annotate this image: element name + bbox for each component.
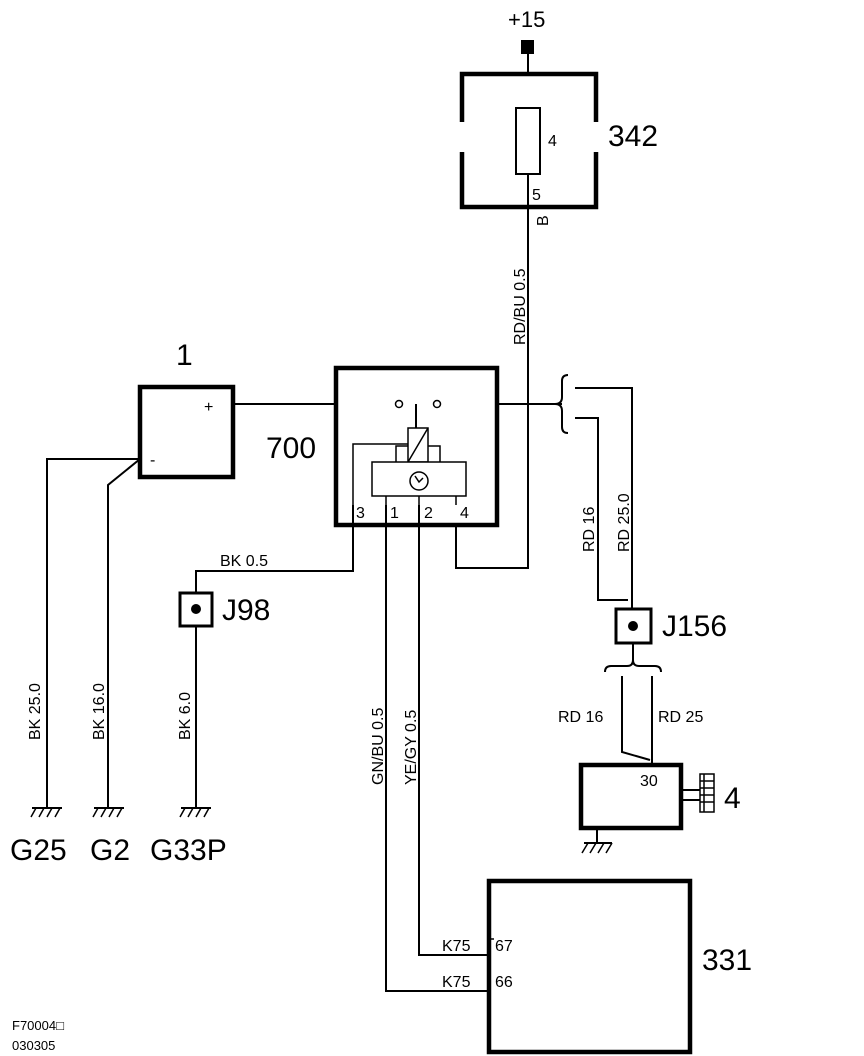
control-module-id: 331 [702, 944, 752, 977]
ground-label-g2: G2 [90, 834, 130, 867]
cm-pin2-connector: K75 [442, 974, 471, 991]
wire-label-rd25-top: RD 25.0 [616, 493, 633, 552]
ground-symbol-g2 [92, 807, 124, 818]
starter-id: 4 [724, 782, 741, 815]
cm-pin1-connector: K75 [442, 938, 471, 955]
battery-id: 1 [176, 339, 193, 372]
relay-pin-2: 2 [424, 505, 433, 522]
ground-symbol-g25 [30, 807, 62, 818]
ground-label-g25: G25 [10, 834, 67, 867]
fuse-pin-out: 5 [532, 187, 541, 204]
wire-label-rdbu: RD/BU 0.5 [512, 268, 529, 345]
fuse-box-342: 4 5 [458, 71, 600, 210]
battery-minus: - [150, 452, 155, 469]
wire-label-bk05: BK 0.5 [220, 553, 268, 570]
wire-label-g25: BK 25.0 [27, 683, 44, 740]
wire-label-g33p: BK 6.0 [177, 692, 194, 740]
cm-pin1-number: 67 [495, 938, 513, 955]
footer-date: 030305 [12, 1038, 55, 1053]
junction-j156-label: J156 [662, 610, 727, 643]
starter-ground-symbol [581, 828, 613, 854]
footer-code: F70004□ [12, 1018, 64, 1033]
starter-gear [681, 773, 715, 813]
wire-label-gnbu: GN/BU 0.5 [370, 708, 387, 785]
fuse-box-connector: B [535, 215, 552, 226]
starter-pin: 30 [640, 773, 658, 790]
ground-label-g33p: G33P [150, 834, 227, 867]
wire-label-rd16-bottom: RD 16 [558, 709, 603, 726]
cm-pin2-number: 66 [495, 974, 513, 991]
relay-pin-4: 4 [460, 505, 469, 522]
supply-terminal [521, 40, 534, 54]
control-module-box [486, 878, 693, 1055]
fuse-element [515, 107, 541, 175]
wire-label-rd16-top: RD 16 [581, 507, 598, 552]
battery-plus: + [204, 399, 213, 416]
relay-id: 700 [266, 432, 316, 465]
wire-label-g2: BK 16.0 [91, 683, 108, 740]
relay-internals [352, 399, 467, 505]
relay-pin-3: 3 [356, 505, 365, 522]
fuse-number: 4 [548, 133, 557, 150]
ground-symbol-g33p [179, 807, 211, 818]
fuse-box-id: 342 [608, 120, 658, 153]
battery-box [137, 384, 236, 480]
relay-pin-1: 1 [390, 505, 399, 522]
junction-j98-label: J98 [222, 594, 270, 627]
supply-label: +15 [508, 7, 545, 32]
wire-label-rd25-bottom: RD 25 [658, 709, 703, 726]
wire-label-yegy: YE/GY 0.5 [403, 710, 420, 785]
starter-box [578, 762, 684, 831]
